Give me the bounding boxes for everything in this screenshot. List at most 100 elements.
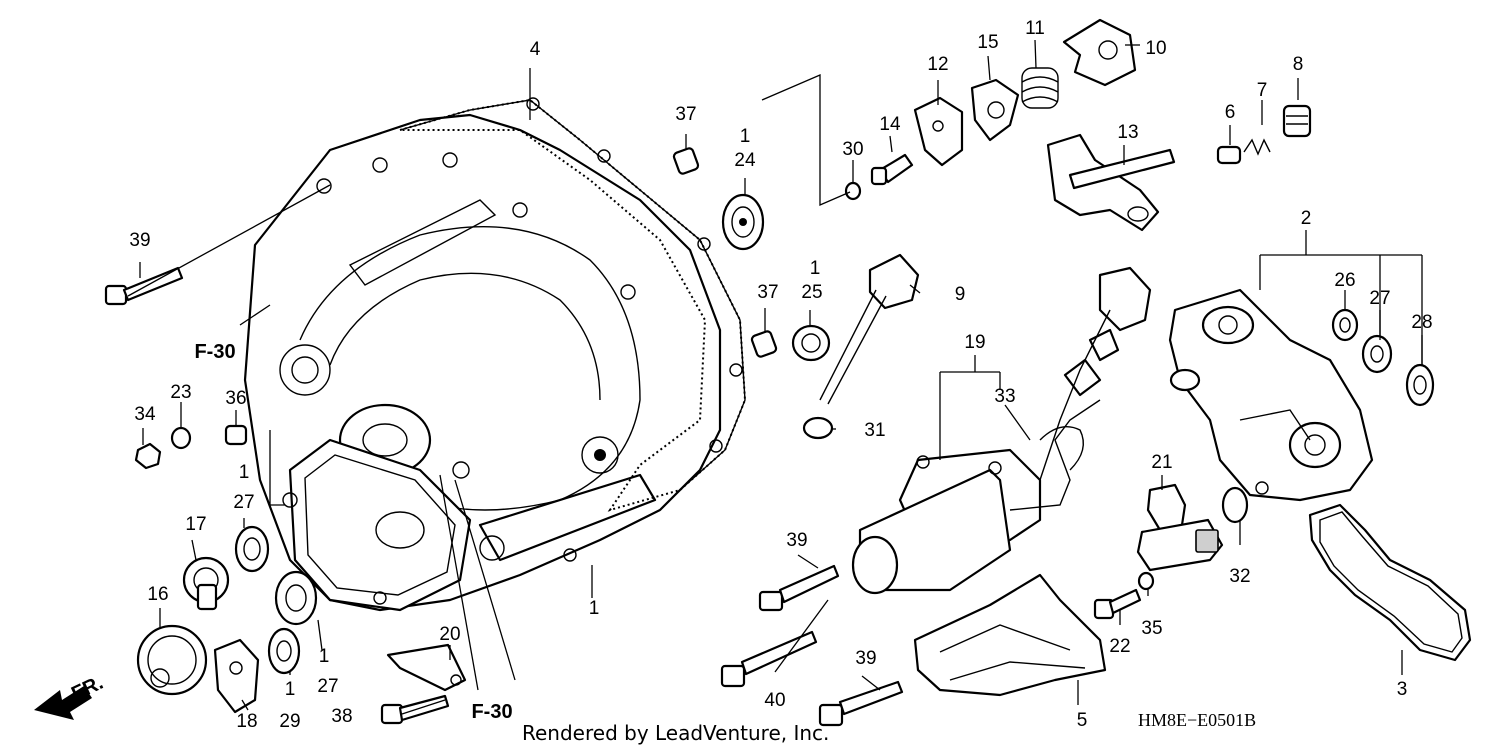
bearing-27-left <box>234 525 270 573</box>
cam-10 <box>1062 18 1137 87</box>
o-ring-32 <box>1221 486 1249 524</box>
credit-text: Rendered by LeadVenture, Inc. <box>522 721 829 745</box>
gear-16 <box>136 624 208 696</box>
nut-34 <box>134 442 162 470</box>
callout-29: 29 <box>279 711 300 732</box>
bolt-39-lower <box>818 680 904 727</box>
callout-16: 16 <box>147 584 168 605</box>
ref-f30-upper: F-30 <box>194 341 235 363</box>
bolt-39-left <box>104 266 184 306</box>
callout-20: 20 <box>439 624 460 645</box>
callout-26: 26 <box>1334 270 1355 291</box>
callout-32: 32 <box>1229 566 1250 587</box>
callout-1: 1 <box>589 598 600 619</box>
callout-4: 4 <box>530 39 541 60</box>
bearing-26 <box>1331 308 1359 342</box>
plate-20 <box>386 643 467 692</box>
callout-1: 1 <box>810 258 821 279</box>
bearing-25 <box>791 324 831 362</box>
bolt-8 <box>1282 104 1312 138</box>
connector-33 <box>1039 266 1152 481</box>
callout-24: 24 <box>734 150 756 171</box>
spring-11 <box>1021 67 1059 109</box>
front-direction-arrow-icon <box>34 686 92 720</box>
callout-13: 13 <box>1117 122 1138 143</box>
callout-39: 39 <box>855 648 876 669</box>
callout-1: 1 <box>740 126 751 147</box>
callout-39: 39 <box>786 530 807 551</box>
rear-crankcase-cover <box>243 113 722 612</box>
bearing-24 <box>721 193 765 251</box>
spring-7 <box>1243 138 1271 156</box>
plunger-6 <box>1216 145 1242 165</box>
callout-19: 19 <box>964 332 985 353</box>
bearing-27-lower <box>274 570 318 626</box>
o-ring-31 <box>802 416 834 440</box>
gasket-3 <box>1308 503 1472 662</box>
callout-30: 30 <box>842 139 863 160</box>
callout-1: 1 <box>285 679 296 700</box>
bearing-28 <box>1405 363 1435 407</box>
callout-7: 7 <box>1257 80 1268 101</box>
washer-30 <box>844 181 862 201</box>
callout-35: 35 <box>1141 618 1162 639</box>
callout-39: 39 <box>129 230 150 251</box>
callout-10: 10 <box>1145 38 1166 59</box>
callout-17: 17 <box>185 514 206 535</box>
control-motor-19 <box>851 399 1101 595</box>
plate-12 <box>913 96 964 167</box>
callout-18: 18 <box>236 711 257 732</box>
callout-37: 37 <box>675 104 696 125</box>
callout-1: 1 <box>239 462 250 483</box>
diagram-code: HM8E−E0501B <box>1138 710 1256 730</box>
ref-f30-lower: F-30 <box>471 701 512 723</box>
housing-2 <box>1168 288 1374 502</box>
callout-9: 9 <box>955 284 966 305</box>
dowel-pin-37-lower <box>750 330 778 358</box>
washer-35 <box>1137 571 1155 591</box>
callout-2: 2 <box>1301 208 1312 229</box>
cover-plate-5 <box>913 573 1107 697</box>
callout-40: 40 <box>764 690 785 711</box>
callout-34: 34 <box>134 404 156 425</box>
dowel-pin-37-upper <box>672 147 700 175</box>
callout-27: 27 <box>1369 288 1390 309</box>
callout-12: 12 <box>927 54 948 75</box>
callout-23: 23 <box>170 382 191 403</box>
bearing-29 <box>267 627 301 675</box>
bearing-27-right <box>1361 334 1393 374</box>
callout-25: 25 <box>801 282 822 303</box>
callout-27: 27 <box>233 492 254 513</box>
pin-36 <box>224 424 248 446</box>
leader-lines <box>127 39 1423 715</box>
screw-14 <box>870 153 914 186</box>
callout-21: 21 <box>1151 452 1172 473</box>
callout-14: 14 <box>879 114 901 135</box>
callout-3: 3 <box>1397 679 1408 700</box>
callout-8: 8 <box>1293 54 1304 75</box>
plate-18 <box>213 638 260 714</box>
callout-5: 5 <box>1077 710 1088 731</box>
callout-labels: 4 37 1 24 1 25 37 9 31 30 14 12 15 11 10… <box>129 18 1432 732</box>
washer-23 <box>170 426 192 450</box>
plate-15 <box>970 78 1020 142</box>
bolt-22 <box>1093 588 1142 620</box>
callout-1: 1 <box>319 646 330 667</box>
sensor-21 <box>1136 483 1224 572</box>
callout-15: 15 <box>977 32 998 53</box>
gear-17 <box>182 556 230 611</box>
callout-37: 37 <box>757 282 778 303</box>
callout-28: 28 <box>1411 312 1432 333</box>
cover-gasket <box>399 97 747 512</box>
callout-33: 33 <box>994 386 1015 407</box>
oil-dipstick-9 <box>819 253 920 405</box>
callout-31: 31 <box>864 420 885 441</box>
callout-38: 38 <box>331 706 352 727</box>
bolt-39-motor <box>758 564 840 612</box>
callout-22: 22 <box>1109 636 1130 657</box>
callout-27: 27 <box>317 676 338 697</box>
shift-arm-13 <box>1046 133 1176 232</box>
callout-11: 11 <box>1025 18 1045 39</box>
callout-6: 6 <box>1225 102 1236 123</box>
